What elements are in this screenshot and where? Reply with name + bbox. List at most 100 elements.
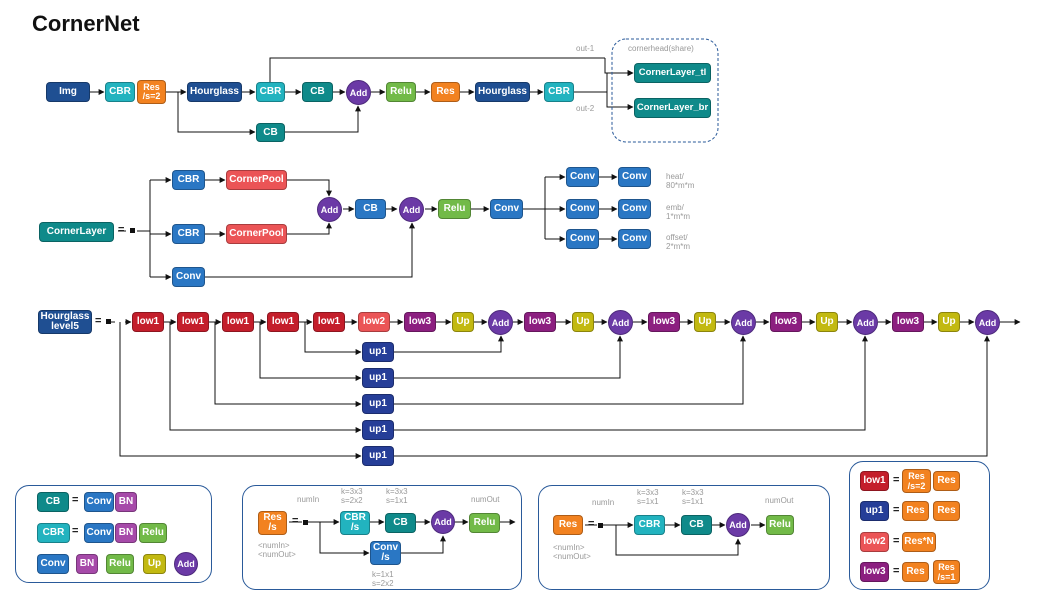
equals-sign: = xyxy=(292,515,299,527)
add-node: Add xyxy=(431,510,455,534)
legend-bn-color: BN xyxy=(76,554,98,574)
img-node: Img xyxy=(46,82,90,102)
legend-bn: BN xyxy=(115,492,137,512)
kernel-label: k=3x3 xyxy=(637,488,659,497)
diagram-title: CornerNet xyxy=(32,11,140,36)
junction-dot xyxy=(598,523,603,528)
kernel-label: k=3x3 xyxy=(386,487,408,496)
signature-numout: <numOut> xyxy=(258,550,296,559)
up-node: Up xyxy=(694,312,716,332)
low2-def-label: low2 xyxy=(860,532,889,552)
cb-node: CB xyxy=(302,82,333,102)
res-node: Res xyxy=(902,501,929,521)
stride-label: s=1x1 xyxy=(682,497,704,506)
legend-conv: Conv xyxy=(84,492,114,512)
kernel-label: k=1x1 xyxy=(372,570,394,579)
numout-label: numOut xyxy=(471,495,500,504)
low1-node: low1 xyxy=(132,312,164,332)
equals-sign: = xyxy=(893,565,900,577)
junction-dot xyxy=(106,319,111,324)
legend-add-color: Add xyxy=(174,552,198,576)
cornerhead-share-label: cornerhead(share) xyxy=(628,44,694,53)
numin-label: numIn xyxy=(592,498,615,507)
res-stride1-node: Res /s=1 xyxy=(933,560,960,584)
equals-sign: = xyxy=(72,525,79,537)
equals-sign: = xyxy=(72,494,79,506)
up1-node: up1 xyxy=(362,368,394,388)
add-node: Add xyxy=(399,197,424,222)
add-node: Add xyxy=(731,310,756,335)
legend-panel xyxy=(15,485,212,583)
res-node: Res xyxy=(902,562,929,582)
res-stride-label: Res /s xyxy=(258,511,287,535)
junction-dot xyxy=(130,228,135,233)
relu-node: Relu xyxy=(469,513,500,533)
relu-node: Relu xyxy=(386,82,416,102)
add-node: Add xyxy=(317,197,342,222)
kernel-label: k=3x3 xyxy=(682,488,704,497)
stride-label: s=1x1 xyxy=(637,497,659,506)
res-node: Res xyxy=(431,82,460,102)
up-node: Up xyxy=(572,312,594,332)
res-panel xyxy=(538,485,830,590)
equals-sign: = xyxy=(893,535,900,547)
low3-node: low3 xyxy=(648,312,680,332)
add-node: Add xyxy=(346,80,371,105)
legend-conv: Conv xyxy=(84,523,114,543)
signature-numout: <numOut> xyxy=(553,552,591,561)
stride-label: s=2x2 xyxy=(341,496,363,505)
offset-label: offset/ xyxy=(666,233,688,242)
low1-node: low1 xyxy=(177,312,209,332)
low3-node: low3 xyxy=(892,312,924,332)
res-node: Res xyxy=(933,471,960,491)
low3-node: low3 xyxy=(524,312,556,332)
low3-node: low3 xyxy=(404,312,436,332)
legend-up-color: Up xyxy=(143,554,166,574)
cbr-node: CBR xyxy=(256,82,285,102)
numout-label: numOut xyxy=(765,496,794,505)
corner-layer-br-node: CornerLayer_br xyxy=(634,98,711,118)
legend-bn: BN xyxy=(115,523,137,543)
corner-pool-node: CornerPool xyxy=(226,170,287,190)
up1-def-label: up1 xyxy=(860,501,889,521)
stride-label: s=1x1 xyxy=(386,496,408,505)
low1-node: low1 xyxy=(267,312,299,332)
equals-sign: = xyxy=(118,224,125,236)
equals-sign: = xyxy=(893,504,900,516)
emb-label: emb/ xyxy=(666,203,684,212)
res-label: Res xyxy=(553,515,583,535)
up1-node: up1 xyxy=(362,420,394,440)
hourglass-level5-label: Hourglass level5 xyxy=(38,310,92,334)
signature-numin: <numIn> xyxy=(258,541,290,550)
hourglass-node: Hourglass xyxy=(475,82,530,102)
junction-dot xyxy=(303,520,308,525)
offset-conv-node: Conv xyxy=(566,229,599,249)
corner-pool-node: CornerPool xyxy=(226,224,287,244)
add-node: Add xyxy=(975,310,1000,335)
offset-shape-label: 2*m*m xyxy=(666,242,691,251)
legend-conv-color: Conv xyxy=(37,554,69,574)
up-node: Up xyxy=(452,312,474,332)
cb-node: CB xyxy=(355,199,386,219)
legend-relu-color: Relu xyxy=(106,554,134,574)
equals-sign: = xyxy=(588,518,595,530)
legend-cbr: CBR xyxy=(37,523,70,543)
up1-node: up1 xyxy=(362,342,394,362)
up-node: Up xyxy=(816,312,838,332)
legend-relu: Relu xyxy=(139,523,167,543)
conv-node: Conv xyxy=(490,199,523,219)
heat-label: heat/ xyxy=(666,172,684,181)
cbr-stride-node: CBR /s xyxy=(340,511,370,535)
corner-layer-label: CornerLayer xyxy=(39,222,114,242)
signature-numin: <numIn> xyxy=(553,543,585,552)
up1-node: up1 xyxy=(362,394,394,414)
low3-node: low3 xyxy=(770,312,802,332)
res-stride2-node: Res /s=2 xyxy=(902,469,931,493)
low1-node: low1 xyxy=(222,312,254,332)
equals-sign: = xyxy=(95,315,102,327)
low3-def-label: low3 xyxy=(860,562,889,582)
low1-def-label: low1 xyxy=(860,471,889,491)
heat-shape-label: 80*m*m xyxy=(666,181,695,190)
